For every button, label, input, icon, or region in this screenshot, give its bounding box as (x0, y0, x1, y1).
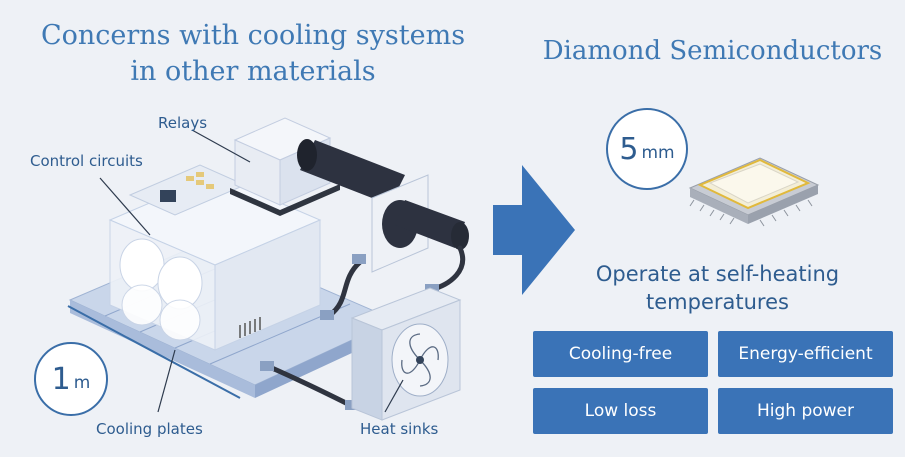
cooling-plate-front (70, 300, 255, 398)
left-title-line2: in other materials (130, 56, 376, 87)
size-circle-1m: 1 m (34, 342, 108, 416)
motor (297, 139, 405, 205)
left-title: Concerns with cooling systems in other m… (18, 18, 488, 90)
label-heat-sinks: Heat sinks (360, 420, 439, 438)
size-unit: mm (641, 143, 675, 163)
left-title-line1: Concerns with cooling systems (40, 20, 466, 51)
operate-line2: temperatures (646, 290, 789, 314)
control-box-side (214, 219, 321, 351)
relay-base (230, 184, 340, 216)
transition-arrow (493, 165, 575, 295)
badge-energy-efficient: Energy-efficient (718, 331, 893, 377)
badge-cooling-free: Cooling-free (533, 331, 708, 377)
label-relays: Relays (158, 114, 208, 132)
badge-high-power: High power (718, 388, 893, 434)
size-circle-5mm: 5 mm (606, 108, 688, 190)
label-cooling-plates: Cooling plates (96, 420, 203, 438)
heat-sink-front (351, 317, 383, 421)
motor-tail (395, 200, 465, 248)
diamond-chip (688, 157, 820, 227)
size-value: 5 (619, 131, 639, 167)
operate-line1: Operate at self-heating (595, 262, 840, 286)
dimension-line (67, 305, 241, 399)
operate-text: Operate at self-heating temperatures (540, 260, 895, 316)
right-title: Diamond Semiconductors (542, 36, 883, 66)
size-unit: m (73, 373, 91, 393)
size-value: 1 (51, 361, 71, 397)
badge-low-loss: Low loss (533, 388, 708, 434)
label-control-circuits: Control circuits (30, 152, 143, 170)
